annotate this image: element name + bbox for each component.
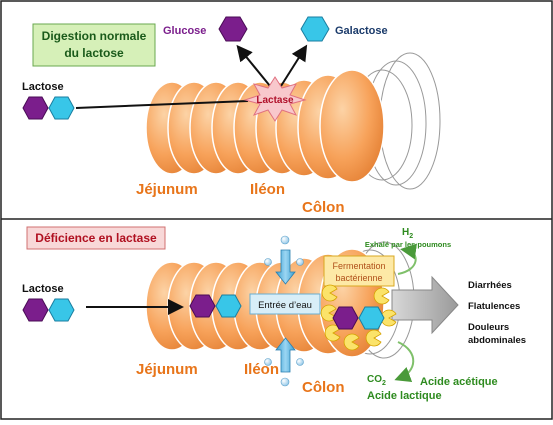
undigested-galactose-hexagon-icon bbox=[215, 294, 242, 318]
acetic-acid-label: Acide acétique bbox=[420, 376, 498, 388]
h2-sub: 2 bbox=[409, 233, 413, 240]
water-entry-box bbox=[249, 293, 321, 315]
co2-sub: 2 bbox=[382, 380, 386, 387]
bottom-title: Déficience en lactase bbox=[35, 231, 157, 245]
water-entry-arrows bbox=[264, 235, 304, 387]
lactose-glucose-hexagon-icon bbox=[22, 96, 49, 120]
bottom-jejunum-label: Jéjunum bbox=[136, 361, 198, 378]
water-entry-label: Entrée d’eau bbox=[258, 300, 312, 311]
h2-label: H2 bbox=[402, 227, 413, 240]
galactose-hexagon-icon bbox=[300, 16, 330, 42]
top-colon-label: Côlon bbox=[302, 199, 345, 216]
lactose-path-line bbox=[75, 100, 249, 109]
bottom-title-box bbox=[26, 226, 166, 250]
top-title-line1: Digestion normale bbox=[42, 29, 147, 43]
colon-glucose-hexagon-icon bbox=[332, 306, 359, 330]
fermentation-box bbox=[323, 255, 395, 287]
symptom-flatulences: Flatulences bbox=[468, 301, 520, 312]
lactose-galactose-hexagon-icon bbox=[48, 298, 75, 322]
top-jejunum-label: Jéjunum bbox=[136, 181, 198, 198]
top-title-box bbox=[32, 23, 156, 67]
bottom-colon-label: Côlon bbox=[302, 379, 345, 396]
top-ileon-label: Iléon bbox=[250, 181, 285, 198]
lactic-acid-label: Acide lactique bbox=[367, 390, 442, 402]
h2-main: H bbox=[402, 227, 409, 238]
undigested-glucose-hexagon-icon bbox=[189, 294, 216, 318]
bottom-lactose-label: Lactose bbox=[22, 283, 64, 295]
symptom-abdominales: abdominales bbox=[468, 335, 526, 346]
bottom-panel: Déficience en lactase Lactose Entrée d’e… bbox=[22, 226, 526, 402]
fermentation-line1: Fermentation bbox=[332, 261, 385, 271]
h2-green-arrow bbox=[397, 243, 418, 275]
galactose-label: Galactose bbox=[335, 25, 388, 37]
top-panel: Digestion normale du lactose Glucose Gal… bbox=[22, 16, 441, 216]
co2-green-arrow bbox=[394, 341, 415, 382]
top-intestine bbox=[145, 69, 385, 183]
bacteria-icons bbox=[320, 284, 397, 351]
lactose-glucose-hexagon-icon bbox=[22, 298, 49, 322]
co2-label: CO2 bbox=[367, 374, 386, 387]
h2-note: Exhalé par les poumons bbox=[365, 240, 451, 249]
colon-galactose-hexagon-icon bbox=[358, 306, 385, 330]
lactase-label: Lactase bbox=[256, 95, 294, 106]
lactose-galactose-hexagon-icon bbox=[48, 96, 75, 120]
output-arrow bbox=[391, 275, 459, 335]
bottom-ileon-label: Iléon bbox=[244, 361, 279, 378]
glucose-label: Glucose bbox=[163, 25, 206, 37]
arrow-to-galactose bbox=[280, 44, 308, 87]
glucose-hexagon-icon bbox=[218, 16, 248, 42]
symptom-douleurs: Douleurs bbox=[468, 322, 509, 333]
top-lactose-label: Lactose bbox=[22, 81, 64, 93]
fermentation-line2: bactérienne bbox=[335, 273, 382, 283]
symptom-diarrhees: Diarrhées bbox=[468, 280, 512, 291]
arrow-to-glucose bbox=[236, 44, 271, 87]
top-title-line2: du lactose bbox=[64, 46, 124, 60]
lactase-starburst-icon bbox=[243, 76, 307, 122]
co2-main: CO bbox=[367, 374, 382, 385]
